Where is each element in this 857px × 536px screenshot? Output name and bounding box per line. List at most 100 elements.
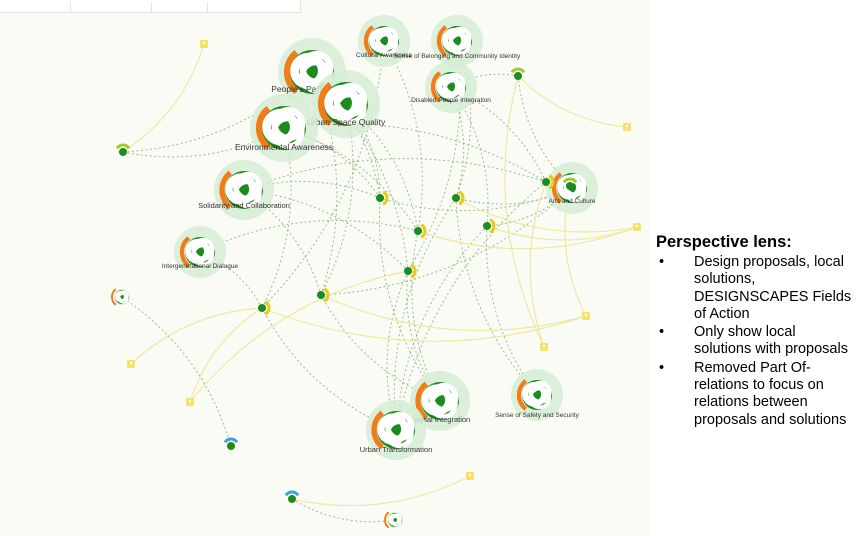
- solution-icon: [452, 194, 460, 202]
- edge: [243, 158, 547, 191]
- node-ring: [363, 25, 375, 57]
- field-node-sense-of-safety-and-security[interactable]: Sense of Safety and Security: [495, 369, 580, 421]
- gear-cluster-icon: [388, 513, 402, 527]
- node-label: Environmental Awareness: [235, 142, 333, 152]
- solution-node-s4[interactable]: [483, 218, 496, 234]
- edge: [283, 127, 381, 199]
- field-node-bottom-node[interactable]: [384, 511, 403, 529]
- edge: [283, 123, 547, 183]
- solution-icon: [288, 495, 296, 503]
- solution-ring: [284, 490, 300, 497]
- solution-node-s9[interactable]: [115, 143, 131, 156]
- solution-node-s8[interactable]: [542, 174, 555, 190]
- solution-ring: [115, 143, 131, 150]
- solution-ring: [458, 190, 465, 206]
- bullet-item: Removed Part Of-relations to focus on re…: [656, 360, 852, 429]
- bullet-item: Design proposals, local solutions, DESIG…: [656, 254, 852, 323]
- node-ring: [415, 381, 429, 421]
- solution-node-s6[interactable]: [258, 300, 271, 316]
- edge: [517, 75, 628, 128]
- solution-icon: [258, 304, 266, 312]
- solution-node-s11[interactable]: [223, 437, 239, 450]
- edge: [122, 71, 313, 153]
- field-node-cultural-awareness[interactable]: Cultural Awareness: [356, 15, 413, 67]
- field-node-urban-transformation[interactable]: Urban Transformation: [360, 400, 433, 460]
- edge: [189, 270, 409, 403]
- proposal-node-p2[interactable]: [623, 123, 631, 131]
- node-label: Cultural Awareness: [356, 52, 413, 59]
- solution-icon: [542, 178, 550, 186]
- edge: [383, 40, 423, 232]
- edge: [417, 226, 638, 250]
- bullet-item: Only show local solutions with proposals: [656, 324, 852, 359]
- field-node-environmental-awareness[interactable]: Environmental Awareness: [235, 94, 333, 162]
- solution-node-s3[interactable]: [414, 223, 427, 239]
- field-node-tiny-left-node[interactable]: [111, 288, 130, 306]
- edge: [261, 307, 587, 342]
- edge: [320, 294, 441, 402]
- panel-bullets: Design proposals, local solutions, DESIG…: [656, 254, 852, 429]
- solution-ring: [510, 67, 526, 74]
- solution-icon: [404, 267, 412, 275]
- toolbar-strip: [0, 0, 301, 13]
- field-node-urban-space-quality[interactable]: Urban Space Quality: [307, 70, 386, 138]
- solution-icon: [376, 194, 384, 202]
- node-label: Solidarity and Collaboration: [198, 201, 290, 210]
- node-ring: [256, 106, 271, 150]
- solution-ring: [410, 263, 417, 279]
- solution-ring: [420, 223, 427, 239]
- proposal-node-p6[interactable]: [582, 312, 590, 320]
- field-node-spatial-integration[interactable]: Spatial Integration: [410, 371, 470, 431]
- edge: [122, 43, 205, 153]
- edge: [395, 181, 547, 431]
- toolbar-tab[interactable]: [152, 2, 208, 13]
- edge: [504, 75, 545, 348]
- gear-cluster-icon: [522, 380, 552, 410]
- solution-node-s10[interactable]: [510, 67, 526, 80]
- edge: [291, 475, 471, 507]
- toolbar-tab[interactable]: [71, 2, 152, 13]
- proposal-node-p4[interactable]: [633, 223, 641, 231]
- proposal-node-p7[interactable]: [540, 343, 548, 351]
- edge: [450, 86, 489, 227]
- field-node-peoples-participation[interactable]: People's Participation: [271, 38, 353, 106]
- solution-ring: [489, 218, 496, 234]
- field-node-solidarity-and-collaboration[interactable]: Solidarity and Collaboration: [198, 160, 290, 220]
- node-ring: [318, 82, 333, 126]
- solution-ring: [223, 437, 239, 444]
- solution-node-s2[interactable]: [452, 190, 465, 206]
- proposal-node-p8[interactable]: [466, 472, 474, 480]
- proposal-node-p1[interactable]: [200, 40, 208, 48]
- solution-node-s7[interactable]: [317, 287, 330, 303]
- solution-node-s1[interactable]: [376, 190, 389, 206]
- edge: [291, 498, 396, 523]
- edge: [283, 127, 419, 232]
- edge: [121, 296, 232, 447]
- node-label: Disabled People Integration: [411, 97, 491, 104]
- gear-cluster-icon: [115, 290, 129, 304]
- solution-node-s13[interactable]: [562, 177, 578, 190]
- solution-node-s5[interactable]: [404, 263, 417, 279]
- node-ring: [516, 379, 528, 411]
- toolbar-tab[interactable]: [0, 2, 71, 13]
- edge: [261, 40, 385, 309]
- edge: [455, 197, 538, 396]
- solution-icon: [483, 222, 491, 230]
- gear-cluster-icon: [185, 237, 215, 267]
- panel-heading: Perspective lens:: [656, 233, 792, 251]
- field-node-disabled-people-integration[interactable]: Disabled People Integration: [411, 61, 491, 113]
- field-node-sense-of-belonging[interactable]: Sense of Belonging and Community Identit…: [394, 15, 521, 67]
- node-label: Intergenerational Dialogue: [162, 263, 239, 270]
- proposal-node-p3[interactable]: [127, 360, 135, 368]
- node-ring: [436, 25, 448, 57]
- edge: [386, 270, 409, 431]
- node-label: Urban Transformation: [360, 445, 433, 454]
- edge: [406, 270, 441, 402]
- solution-node-s12[interactable]: [284, 490, 300, 503]
- node-label: Sense of Safety and Security: [495, 412, 580, 419]
- proposal-node-p5[interactable]: [186, 398, 194, 406]
- perspective-panel: Perspective lens: Design proposals, loca…: [656, 232, 852, 430]
- solution-icon: [514, 72, 522, 80]
- field-node-intergenerational-dialogue[interactable]: Intergenerational Dialogue: [162, 226, 239, 278]
